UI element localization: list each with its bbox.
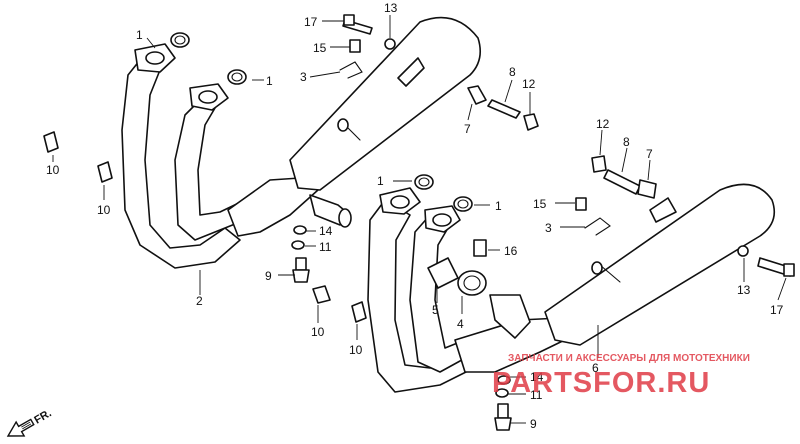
label-part-10: 10 (349, 343, 363, 357)
label-part-10: 10 (311, 325, 325, 339)
label-part-1: 1 (266, 74, 273, 88)
bolt-part-17-a-head (343, 14, 355, 26)
clip-part-3-b (584, 217, 611, 236)
right-mount-bracket (489, 294, 531, 339)
right-muffler (544, 183, 776, 346)
bolt-part-9-a-head (292, 269, 310, 283)
front-direction-arrow: FR. (6, 407, 54, 437)
label-part-12: 12 (522, 77, 536, 91)
nut-part-10-b (97, 161, 113, 183)
washer-part-13-a (384, 38, 396, 50)
label-part-16: 16 (504, 244, 518, 258)
gasket-part-1-b (227, 69, 247, 85)
label-part-8: 8 (509, 65, 516, 79)
nut-part-12-b (591, 155, 607, 173)
label-part-9: 9 (265, 269, 272, 283)
bolt-part-15-b (575, 197, 587, 211)
label-part-10: 10 (97, 203, 111, 217)
washer-part-11-b (495, 388, 509, 398)
label-part-11: 11 (319, 240, 332, 254)
label-part-10: 10 (46, 163, 60, 177)
label-part-17: 17 (304, 15, 318, 29)
bolt-part-9-b (497, 403, 509, 419)
label-part-14: 14 (530, 370, 544, 384)
label-part-7: 7 (646, 147, 653, 161)
bolt-part-9-a (295, 257, 307, 271)
front-label: FR. (32, 407, 53, 426)
label-part-13: 13 (384, 1, 398, 15)
bolt-part-9-b-head (494, 417, 512, 431)
label-part-8: 8 (623, 135, 630, 149)
label-part-1: 1 (495, 199, 502, 213)
right-muffler-hole (591, 261, 603, 275)
gasket-part-1-a (170, 32, 190, 48)
left-exhaust-assembly (121, 16, 481, 269)
label-part-15: 15 (533, 197, 547, 211)
label-part-2: 2 (196, 294, 203, 308)
bolt-part-15-a (349, 39, 361, 53)
label-part-1: 1 (377, 174, 384, 188)
label-part-3: 3 (545, 221, 552, 235)
clip-part-3-a (339, 61, 363, 79)
rubber-part-7-a (467, 85, 487, 105)
rubber-part-7-b (637, 179, 657, 199)
washer-part-13-b (737, 245, 749, 257)
washer-part-14-a (293, 225, 307, 235)
nut-part-10-a (43, 131, 59, 153)
left-muffler-hole (337, 118, 349, 132)
left-muffler-bracket (397, 57, 425, 87)
label-part-12: 12 (596, 117, 610, 131)
label-part-1: 1 (136, 28, 143, 42)
right-muffler-bracket (649, 197, 677, 223)
label-part-6: 6 (592, 361, 599, 375)
part-number-labels: 1 1 17 13 15 3 8 12 7 10 10 14 11 9 2 10… (46, 1, 784, 431)
washer-part-14-b (497, 375, 511, 385)
label-part-5: 5 (432, 303, 439, 317)
right-exhaust-assembly (367, 183, 776, 393)
label-part-9: 9 (530, 417, 537, 431)
left-outlet-opening (338, 208, 352, 228)
left-flange-1-port (145, 51, 165, 65)
joint-part-5 (427, 257, 459, 289)
label-part-4: 4 (457, 317, 464, 331)
nut-part-12-a (523, 113, 539, 131)
leader-lines (52, 15, 787, 424)
clamp-part-4 (457, 270, 487, 296)
left-muffler (289, 16, 481, 191)
bolt-part-17-b-head (783, 263, 795, 277)
nut-part-10-d (351, 301, 367, 323)
bolt-part-16 (473, 239, 487, 257)
watermark-tagline: ЗАПЧАСТИ И АКСЕССУАРЫ ДЛЯ МОТОТЕХНИКИ (508, 353, 750, 364)
left-header-pipe-outer (121, 59, 241, 269)
gasket-part-1-d (453, 196, 473, 212)
arrow-icon (6, 418, 35, 437)
label-part-13: 13 (737, 283, 751, 297)
label-part-14: 14 (319, 224, 333, 238)
right-muffler-seam (599, 264, 621, 283)
label-part-7: 7 (464, 122, 471, 136)
label-part-11: 11 (530, 388, 543, 402)
nut-part-10-c (312, 285, 331, 304)
collar-part-8-b (603, 169, 641, 195)
watermark-brand: PARTSFOR.RU (492, 367, 710, 399)
watermark: ЗАПЧАСТИ И АКСЕССУАРЫ ДЛЯ МОТОТЕХНИКИ PA… (492, 353, 750, 399)
collar-part-8-a (487, 99, 521, 119)
label-part-3: 3 (300, 70, 307, 84)
right-flange-2-port (432, 213, 452, 227)
left-collector (227, 177, 319, 237)
label-part-17: 17 (770, 303, 784, 317)
right-flange-1-port (390, 195, 410, 209)
label-part-15: 15 (313, 41, 327, 55)
gasket-part-1-c (414, 174, 434, 190)
left-flange-2-port (198, 90, 218, 104)
washer-part-11-a (291, 240, 305, 250)
